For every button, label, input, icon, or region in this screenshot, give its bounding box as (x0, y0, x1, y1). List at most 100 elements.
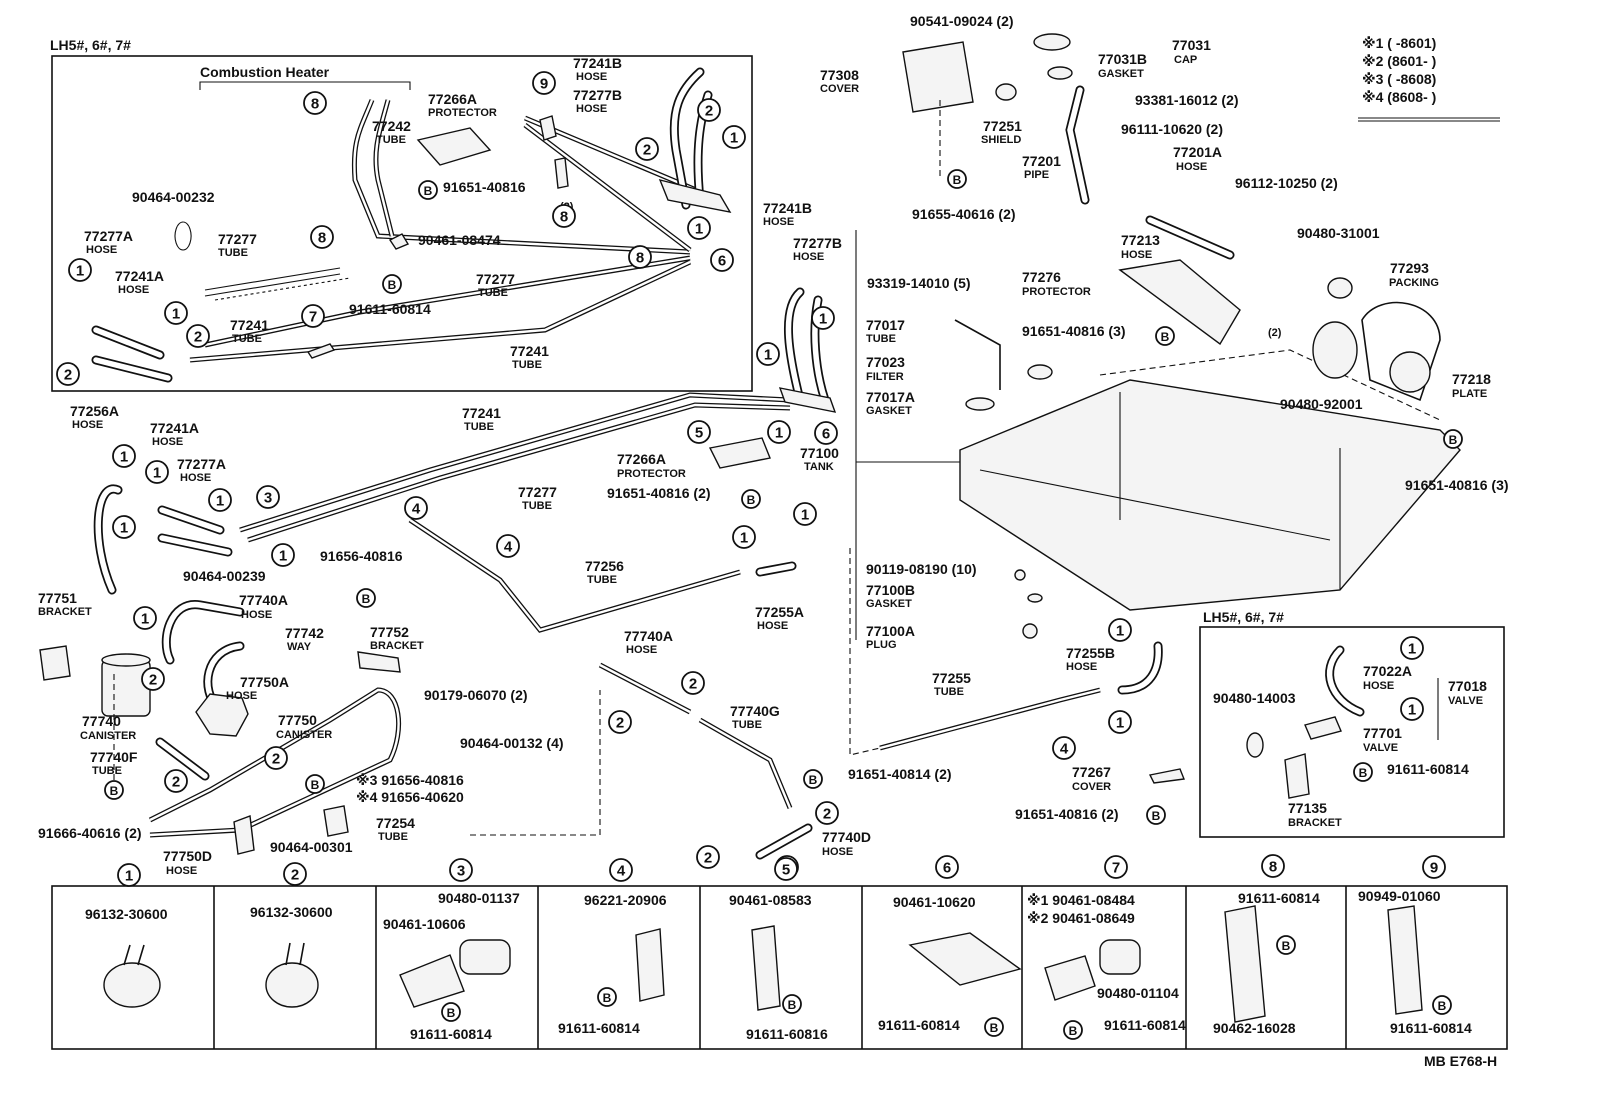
svg-text:2: 2 (823, 806, 831, 823)
callout-5-19: 5 (687, 420, 711, 444)
cap-77031 (1033, 33, 1071, 51)
label-p-90179-06070: 90179-06070 (2) (424, 687, 528, 703)
label-n-tube-a: TUBE (376, 134, 406, 146)
callout-7-50: 7 (1104, 855, 1128, 879)
label-p-77241-a: 77241 (230, 317, 269, 333)
label-p-77017a: 77017A (866, 389, 915, 405)
label-n-valve-b: VALVE (1363, 742, 1398, 754)
svg-text:6: 6 (943, 860, 951, 877)
svg-text:7: 7 (309, 309, 317, 326)
bolt-marker-7: B (305, 774, 325, 794)
clamp-7 (1044, 955, 1096, 1001)
svg-text:1: 1 (1408, 641, 1416, 658)
bolt-marker-9: B (803, 769, 823, 789)
label-p-77100b: 77100B (866, 582, 915, 598)
label-n-bracket-b: BRACKET (370, 640, 424, 652)
callout-7-12: 7 (301, 304, 325, 328)
svg-text:4: 4 (1060, 741, 1069, 758)
label-p-77031b: 77031B (1098, 51, 1147, 67)
svg-text:1: 1 (172, 306, 180, 323)
svg-text:B: B (1282, 939, 1291, 953)
label-p-91611-60816: 91611-60816 (746, 1026, 828, 1042)
label-lh-right: LH5#, 6#, 7# (1203, 609, 1284, 625)
label-n-hose-a: HOSE (576, 71, 607, 83)
label-p-77276: 77276 (1022, 269, 1061, 285)
label-p-77701: 77701 (1363, 725, 1402, 741)
callout-4-27: 4 (496, 534, 520, 558)
callout-6-18: 6 (814, 421, 838, 445)
label-n-hose-j: HOSE (152, 436, 183, 448)
callout-1-26: 1 (271, 543, 295, 567)
label-p-77017: 77017 (866, 317, 905, 333)
label-p-91611-60814-h: 91611-60814 (1390, 1020, 1472, 1036)
bolt-marker-5: B (741, 489, 761, 509)
label-p-77242: 77242 (372, 118, 411, 134)
callout-1-29: 1 (793, 502, 817, 526)
label-p-96132-30600-a: 96132-30600 (85, 906, 168, 922)
label-n-bracket-c: BRACKET (1288, 817, 1342, 829)
label-p-77100: 77100 (800, 445, 839, 461)
callout-1-21: 1 (145, 460, 169, 484)
svg-text:2: 2 (194, 329, 202, 346)
label-n-gasket-b: GASKET (866, 405, 912, 417)
canister-77740 (101, 659, 151, 717)
bolt-marker-13: B (597, 987, 617, 1007)
svg-text:5: 5 (782, 862, 790, 879)
bolt-marker-11: B (1353, 762, 1373, 782)
svg-text:B: B (603, 991, 612, 1005)
label-n-cover-a: COVER (820, 83, 859, 95)
callout-2-37: 2 (696, 845, 720, 869)
clip-2 (265, 962, 319, 1008)
label-p-77293: 77293 (1390, 260, 1429, 276)
callout-1-8: 1 (687, 216, 711, 240)
svg-text:2: 2 (149, 672, 157, 689)
callout-1-39: 1 (1108, 618, 1132, 642)
callout-1-28: 1 (732, 525, 756, 549)
label-p-91611-60814-d: 91611-60814 (558, 1020, 640, 1036)
svg-text:6: 6 (822, 426, 830, 443)
svg-text:2: 2 (64, 367, 72, 384)
label-n-hose-h: HOSE (1121, 249, 1152, 261)
label-p-77277a-a: 77277A (84, 228, 133, 244)
label-p-90464-00239: 90464-00239 (183, 568, 266, 584)
callout-3-46: 3 (449, 858, 473, 882)
label-p-77277-c: 77277 (518, 484, 557, 500)
callout-1-30: 1 (133, 606, 157, 630)
main-tubes (93, 287, 1365, 860)
label-n-cover-b: COVER (1072, 781, 1111, 793)
label-p-91611-60814-g: 91611-60814 (410, 1026, 492, 1042)
callout-2-35: 2 (608, 710, 632, 734)
label-n-hose-r: HOSE (822, 846, 853, 858)
label-note-3: ※3 ( -8608) (1362, 71, 1436, 87)
label-p-90461-08649: ※2 90461-08649 (1027, 910, 1135, 926)
label-lh-top: LH5#, 6#, 7# (50, 37, 131, 53)
callout-1-20: 1 (112, 444, 136, 468)
svg-text:B: B (953, 173, 962, 187)
label-n-tube-f: TUBE (866, 333, 896, 345)
plate-77218 (1389, 351, 1431, 393)
label-p-77752: 77752 (370, 624, 409, 640)
svg-text:B: B (1359, 766, 1368, 780)
clip-1 (103, 962, 161, 1008)
bolt-marker-4: B (1443, 429, 1463, 449)
callout-9-52: 9 (1422, 855, 1446, 879)
svg-text:1: 1 (120, 449, 128, 466)
callout-9-1: 9 (532, 71, 556, 95)
callout-2-31: 2 (141, 667, 165, 691)
bolt-marker-17: B (1276, 935, 1296, 955)
callout-1-3: 1 (722, 125, 746, 149)
label-n-packing: PACKING (1389, 277, 1439, 289)
clamp-4 (635, 928, 665, 1002)
svg-text:8: 8 (560, 209, 568, 226)
label-p-91651-40816-e: 91651-40816 (2) (1015, 806, 1119, 822)
svg-text:1: 1 (740, 530, 748, 547)
label-p-77740: 77740 (82, 713, 121, 729)
label-n-hose-i: HOSE (72, 419, 103, 431)
bolt-marker-2: B (947, 169, 967, 189)
svg-text:1: 1 (764, 347, 772, 364)
label-n-hose-c: HOSE (86, 244, 117, 256)
callout-4-47: 4 (609, 858, 633, 882)
label-p-77308: 77308 (820, 67, 859, 83)
label-p-91656-40816-a: 91656-40816 (320, 548, 403, 564)
